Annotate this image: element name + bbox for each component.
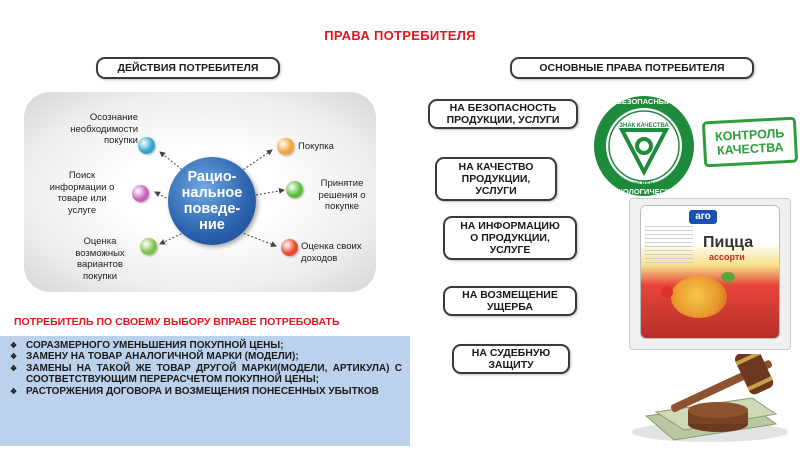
- right-safety: НА БЕЗОПАСНОСТЬ ПРОДУКЦИИ, УСЛУГИ: [428, 99, 578, 129]
- right-quality: НА КАЧЕСТВО ПРОДУКЦИИ, УСЛУГИ: [435, 157, 557, 201]
- node-dot-decision: [286, 181, 303, 198]
- consumer-actions-header-label: ДЕЙСТВИЯ ПОТРЕБИТЕЛЯ: [117, 62, 259, 74]
- node-dot-search: [132, 185, 149, 202]
- demand-item: ЗАМЕНЫ НА ТАКОЙ ЖЕ ТОВАР ДРУГОЙ МАРКИ(МО…: [10, 363, 402, 386]
- svg-text:ЭКОЛОГИЧЕСКИ: ЭКОЛОГИЧЕСКИ: [613, 187, 675, 196]
- consumer-actions-header: ДЕЙСТВИЯ ПОТРЕБИТЕЛЯ: [96, 57, 280, 79]
- right-information: НА ИНФОРМАЦИЮ О ПРОДУКЦИИ, УСЛУГЕ: [443, 216, 577, 260]
- connector-search: [154, 191, 171, 201]
- rational-behavior-node: Рацио- нальное поведе- ние: [168, 157, 256, 245]
- demand-item: ЗАМЕНУ НА ТОВАР АНАЛОГИЧНОЙ МАРКИ (МОДЕЛ…: [10, 351, 402, 363]
- node-label-income: Оценка своих доходов: [301, 241, 362, 264]
- node-dot-awareness: [138, 137, 155, 154]
- pizza-label: aro Пицца ассорти: [640, 205, 780, 339]
- demands-list-box: СОРАЗМЕРНОГО УМЕНЬШЕНИЯ ПОКУПНОЙ ЦЕНЫ; З…: [0, 336, 410, 446]
- node-label-awareness: Осознание необходимости покупки: [70, 112, 138, 146]
- connector-income: [239, 231, 277, 247]
- pepper-icon: [721, 272, 735, 282]
- gavel-illustration: [632, 354, 788, 442]
- node-dot-evaluation: [140, 238, 157, 255]
- eco-quality-badge: БЕЗОПАСНЫЙ ЭКОЛОГИЧЕСКИ ЗНАК КАЧЕСТВА XX…: [594, 96, 694, 196]
- connector-evaluation: [159, 231, 186, 245]
- node-label-search: Поиск информации о товаре или услуге: [49, 170, 115, 216]
- rational-behavior-label: Рацио- нальное поведе- ние: [181, 169, 243, 233]
- quality-control-stamp: КОНТРОЛЬ КАЧЕСТВА: [701, 116, 799, 168]
- connector-decision: [255, 187, 285, 196]
- node-dot-purchase: [277, 138, 294, 155]
- node-label-purchase: Покупка: [298, 141, 334, 152]
- consumer-rights-header-label: ОСНОВНЫЕ ПРАВА ПОТРЕБИТЕЛЯ: [539, 62, 725, 74]
- svg-text:XXI ВЕКА: XXI ВЕКА: [630, 182, 658, 188]
- node-label-evaluation: Оценка возможных вариантов покупки: [75, 236, 125, 282]
- node-label-decision: Принятие решения о покупке: [318, 178, 366, 212]
- demands-subtitle: ПОТРЕБИТЕЛЬ ПО СВОЕМУ ВЫБОРУ ВПРАВЕ ПОТР…: [14, 316, 340, 328]
- pizza-image: [671, 276, 727, 318]
- demands-list: СОРАЗМЕРНОГО УМЕНЬШЕНИЯ ПОКУПНОЙ ЦЕНЫ; З…: [0, 336, 410, 397]
- tomato-icon: [661, 286, 673, 298]
- brand-logo: aro: [689, 210, 717, 224]
- node-dot-income: [281, 239, 298, 256]
- product-variant: ассорти: [709, 252, 745, 262]
- right-judicial-protection: НА СУДЕБНУЮ ЗАЩИТУ: [452, 344, 570, 374]
- svg-text:БЕЗОПАСНЫЙ: БЕЗОПАСНЫЙ: [616, 97, 671, 106]
- label-fine-print: [645, 226, 693, 266]
- connector-purchase: [239, 149, 273, 173]
- product-name: Пицца: [703, 234, 754, 251]
- svg-text:ЗНАК КАЧЕСТВА: ЗНАК КАЧЕСТВА: [619, 123, 669, 129]
- consumer-rights-header: ОСНОВНЫЕ ПРАВА ПОТРЕБИТЕЛЯ: [510, 57, 754, 79]
- page-title: ПРАВА ПОТРЕБИТЕЛЯ: [324, 28, 476, 43]
- demand-item: РАСТОРЖЕНИЯ ДОГОВОРА И ВОЗМЕЩЕНИЯ ПОНЕСЕ…: [10, 386, 402, 398]
- demand-item: СОРАЗМЕРНОГО УМЕНЬШЕНИЯ ПОКУПНОЙ ЦЕНЫ;: [10, 340, 402, 352]
- right-compensation: НА ВОЗМЕЩЕНИЕ УЩЕРБА: [443, 286, 577, 316]
